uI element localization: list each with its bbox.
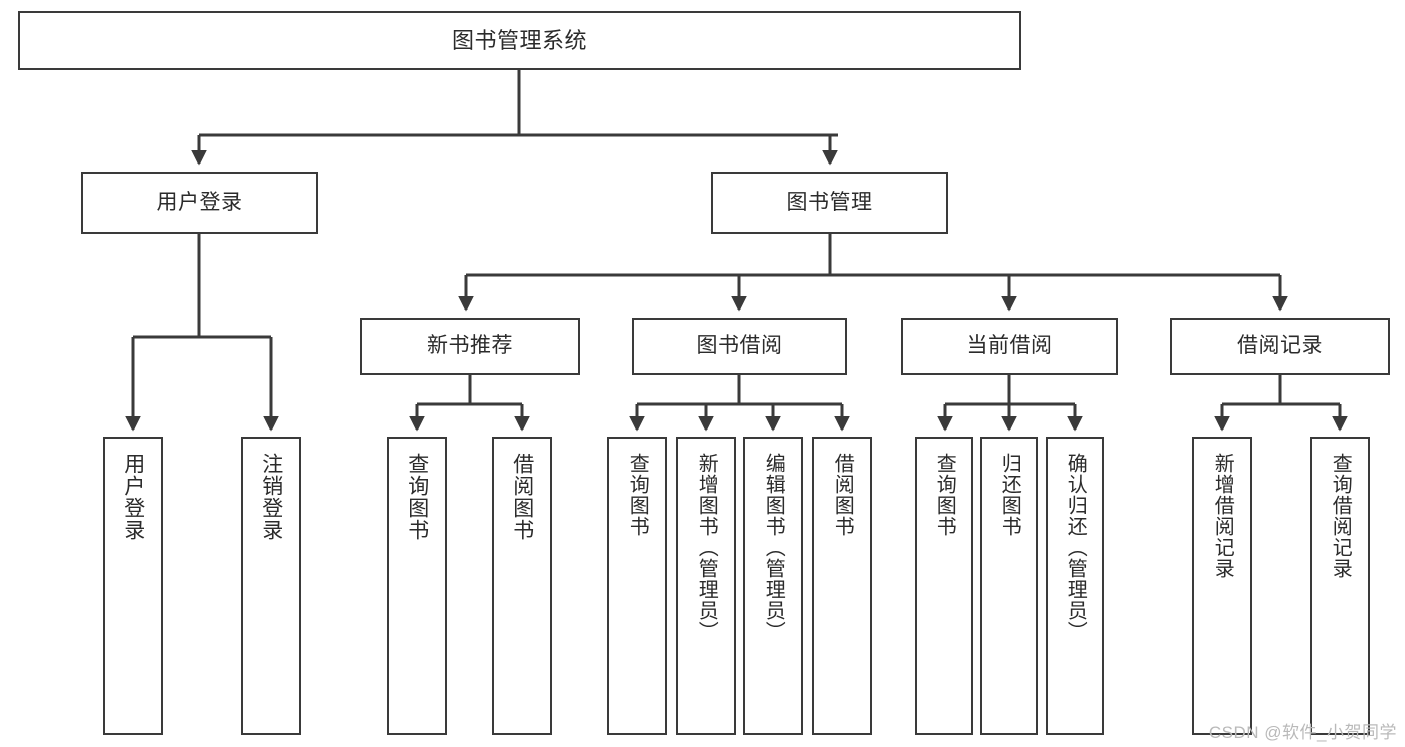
leaf-borrow-book-1[interactable]: 借阅图书	[492, 437, 552, 735]
leaf-query-book-3[interactable]: 查询图书	[915, 437, 973, 735]
node-label: 借阅记录	[1237, 334, 1323, 358]
node-label: 用户登录	[121, 453, 145, 541]
node-new-book-recommend[interactable]: 新书推荐	[360, 318, 580, 375]
leaf-logout[interactable]: 注销登录	[241, 437, 301, 735]
leaf-add-record[interactable]: 新增借阅记录	[1192, 437, 1252, 735]
node-label: 图书借阅	[696, 334, 783, 358]
leaf-query-book-1[interactable]: 查询图书	[387, 437, 447, 735]
node-root-system[interactable]: 图书管理系统	[18, 11, 1021, 70]
node-label: 新增借阅记录	[1211, 453, 1234, 579]
leaf-edit-book[interactable]: 编辑图书（管理员）	[743, 437, 803, 735]
node-label: 注销登录	[259, 453, 283, 541]
leaf-query-book-2[interactable]: 查询图书	[607, 437, 667, 735]
node-label: 新书推荐	[427, 334, 513, 358]
node-label: 查询借阅记录	[1329, 453, 1352, 579]
node-label: 归还图书	[998, 453, 1021, 537]
node-label: 当前借阅	[966, 334, 1053, 358]
node-label: 新增图书（管理员）	[695, 453, 718, 642]
node-book-borrow[interactable]: 图书借阅	[632, 318, 847, 375]
leaf-borrow-book-2[interactable]: 借阅图书	[812, 437, 872, 735]
node-borrow-record[interactable]: 借阅记录	[1170, 318, 1390, 375]
node-book-manage[interactable]: 图书管理	[711, 172, 948, 234]
leaf-return-book[interactable]: 归还图书	[980, 437, 1038, 735]
node-label: 查询图书	[933, 453, 956, 537]
node-label: 编辑图书（管理员）	[762, 453, 785, 642]
node-label: 借阅图书	[510, 453, 534, 541]
leaf-user-login[interactable]: 用户登录	[103, 437, 163, 735]
csdn-watermark: CSDN @软件_小贺同学	[1208, 723, 1397, 742]
leaf-add-book[interactable]: 新增图书（管理员）	[676, 437, 736, 735]
node-user-login[interactable]: 用户登录	[81, 172, 318, 234]
node-label: 借阅图书	[831, 453, 854, 537]
node-label: 确认归还（管理员）	[1064, 453, 1087, 642]
leaf-confirm-return[interactable]: 确认归还（管理员）	[1046, 437, 1104, 735]
node-label: 图书管理系统	[451, 27, 587, 53]
node-label: 查询图书	[626, 453, 649, 537]
node-current-borrow[interactable]: 当前借阅	[901, 318, 1118, 375]
node-label: 图书管理	[786, 190, 873, 214]
leaf-query-record[interactable]: 查询借阅记录	[1310, 437, 1370, 735]
node-label: 用户登录	[156, 190, 243, 214]
node-label: 查询图书	[405, 453, 429, 541]
